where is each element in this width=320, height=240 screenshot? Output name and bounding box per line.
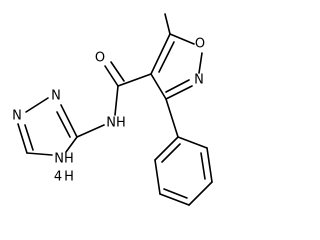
atom-triazole-n1: N	[12, 109, 22, 124]
bond-n2-c3	[165, 85, 193, 100]
bond-c3-phenyl	[165, 98, 179, 138]
bond-carbonyl-n	[114, 85, 119, 116]
bond-tz-n1-c5	[17, 123, 28, 154]
ring-oxygen-label: O	[195, 37, 205, 52]
bond-ph-4-5	[159, 193, 190, 206]
bond-c5-o1	[169, 33, 195, 45]
bond-tz-n2-n1	[25, 97, 49, 113]
bond-ph-5-6	[154, 159, 161, 195]
bond-n2-c3-double	[165, 79, 190, 93]
bond-carbonyl-o	[104, 65, 119, 87]
bond-ph-6-1-double	[161, 143, 181, 163]
ring-nitrogen-label: N	[194, 73, 204, 88]
structure-diagram: O O N NH N N 4 H NH	[12, 13, 213, 206]
bond-methyl	[164, 13, 171, 35]
bond-nh-triazole	[76, 124, 105, 138]
bond-ph-2-3	[206, 147, 213, 183]
atom-triazole-n2: N	[51, 89, 61, 104]
atom-ring-nitrogen: N	[194, 73, 204, 88]
bond-ph-6-1	[154, 136, 179, 161]
bond-tz-c3-n2-double	[56, 111, 71, 138]
bond-c3-c4	[150, 73, 167, 100]
bond-ph-2-3-double	[200, 152, 206, 180]
triazole-n2-label: N	[51, 89, 61, 104]
bond-c4-c5-double	[158, 41, 175, 73]
bond-c4-carbonyl	[117, 73, 152, 87]
bond-o1-n2	[198, 52, 203, 74]
triazole-nh-suffix-label: H	[64, 170, 74, 185]
carbonyl-oxygen-label: O	[95, 51, 105, 66]
bond-ph-4-5-double	[163, 188, 188, 199]
bond-ph-3-4	[188, 181, 213, 206]
atom-ring-oxygen: O	[195, 37, 205, 52]
molecule-canvas: O O N NH N N 4 H NH	[12, 13, 213, 206]
bond-carbonyl-o-double	[110, 61, 125, 82]
bond-tz-c5-n4	[26, 152, 53, 156]
triazole-nh-prefix-label: 4	[54, 170, 62, 185]
amide-nitrogen-label: NH	[106, 116, 126, 131]
bond-tz-n1-c5-double	[24, 124, 34, 151]
bond-tz-c3-n2	[60, 104, 78, 138]
bond-c4-c5	[150, 33, 171, 75]
triazole-n1-label: N	[12, 109, 22, 124]
bond-ph-1-2	[177, 136, 208, 149]
bond-tz-n4-c3	[65, 136, 78, 153]
atom-amide-nitrogen: NH	[106, 116, 126, 131]
atom-carbonyl-oxygen: O	[95, 51, 105, 66]
atom-triazole-nh: 4 H NH	[54, 152, 74, 185]
triazole-nh-label: NH	[54, 152, 74, 167]
